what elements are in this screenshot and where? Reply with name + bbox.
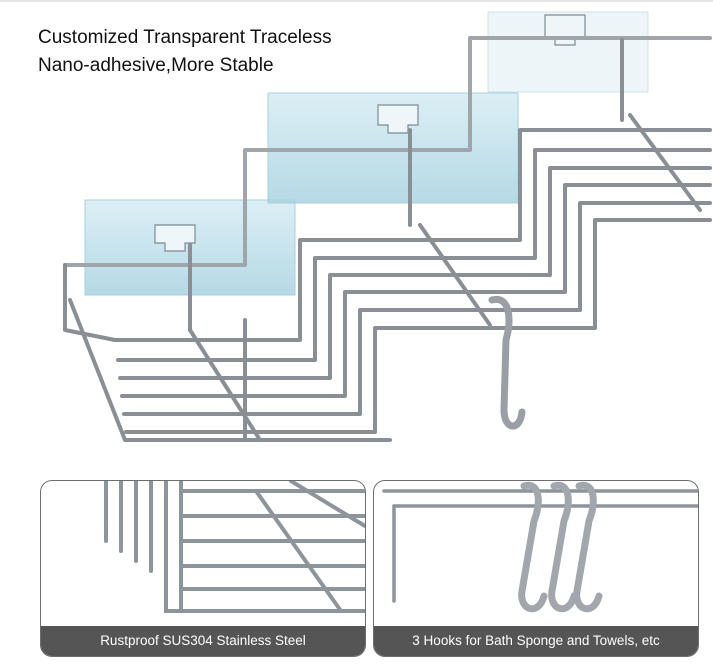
caption-hooks: 3 Hooks for Bath Sponge and Towels, etc: [374, 626, 698, 656]
product-illustration: [63, 11, 712, 442]
detail-panel-steel: Rustproof SUS304 Stainless Steel: [40, 480, 366, 657]
wire-rack: [63, 36, 712, 442]
s-hook: [488, 295, 526, 430]
headline-line-1: Customized Transparent Traceless: [38, 27, 332, 48]
hooks-closeup-photo: [382, 481, 698, 612]
detail-panel-hooks: 3 Hooks for Bath Sponge and Towels, etc: [373, 480, 699, 657]
top-border: [0, 0, 713, 2]
steel-closeup-photo: [104, 481, 365, 613]
headline-line-2: Nano-adhesive,More Stable: [38, 55, 274, 76]
caption-steel: Rustproof SUS304 Stainless Steel: [41, 626, 365, 656]
headline: Customized Transparent Traceless Nano-ad…: [38, 24, 332, 80]
